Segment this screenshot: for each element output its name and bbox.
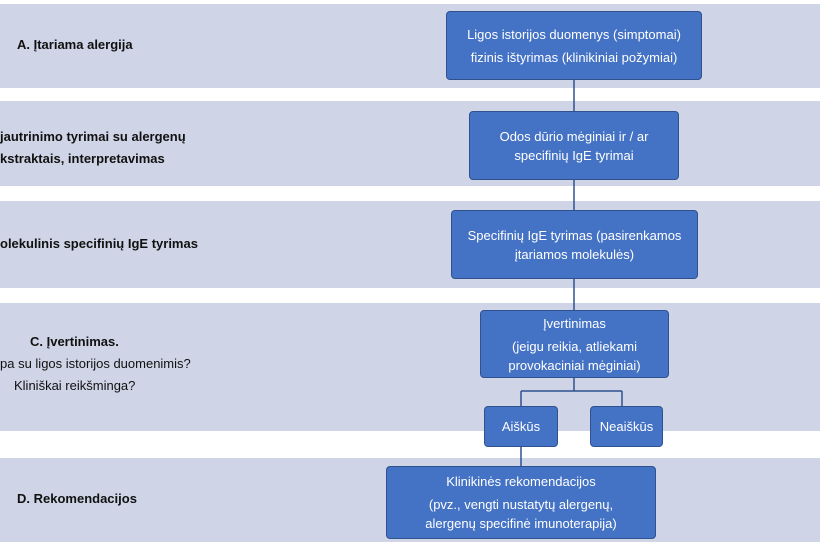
stage-label-c: C. Įvertinimas. pa su ligos istorijos du… <box>0 331 200 397</box>
history-box: Ligos istorijos duomenys (simptomai) fiz… <box>446 11 702 80</box>
stage-b1-line1: jautrinimo tyrimai su alergenų <box>0 129 186 144</box>
skin-line-1: Odos dūrio mėginiai ir / ar <box>499 128 649 144</box>
unclear-box: Neaiškūs <box>590 406 663 447</box>
skin-test-box: Odos dūrio mėginiai ir / ar specifinių I… <box>469 111 679 180</box>
stage-label-a: A. Įtariama alergija <box>17 34 133 56</box>
stage-d-text: D. Rekomendacijos <box>17 491 137 506</box>
eval-line-1: Įvertinimas <box>543 315 606 331</box>
clear-box: Aiškūs <box>484 406 558 447</box>
history-line-1: Ligos istorijos duomenys (simptomai) <box>467 26 681 42</box>
recommendations-box: Klinikinės rekomendacijos (pvz., vengti … <box>386 466 656 539</box>
rec-line-2: (pvz., vengti nustatytų alergenų, <box>428 497 614 512</box>
ige-line-1: Specifinių IgE tyrimas (pasirenkamos <box>467 227 682 243</box>
stage-b1-line2: kstraktais, interpretavimas <box>0 151 165 166</box>
evaluation-box: Įvertinimas (jeigu reikia, atliekami pro… <box>480 310 669 378</box>
stage-b2-text: olekulinis specifinių IgE tyrimas <box>0 236 198 251</box>
history-line-2: fizinis ištyrimas (klinikiniai požymiai) <box>470 49 678 65</box>
clear-label: Aiškūs <box>501 419 541 434</box>
stage-c-question-2: Kliniškai reikšminga? <box>14 378 136 393</box>
stage-c-title: C. Įvertinimas. <box>30 334 119 349</box>
unclear-label: Neaiškūs <box>599 419 654 434</box>
skin-line-2: specifinių IgE tyrimai <box>514 147 634 163</box>
rec-line-1: Klinikinės rekomendacijos <box>446 474 596 489</box>
eval-line-3: provokaciniai mėginiai) <box>508 357 641 373</box>
ige-line-2: įtariamos molekulės) <box>514 246 635 262</box>
stage-band-b1 <box>0 101 820 186</box>
eval-line-2: (jeigu reikia, atliekami <box>512 338 637 354</box>
stage-a-text: A. Įtariama alergija <box>17 37 133 52</box>
stage-band-c <box>0 303 820 431</box>
stage-label-d: D. Rekomendacijos <box>17 488 137 510</box>
stage-c-question-1: pa su ligos istorijos duomenimis? <box>0 356 191 371</box>
stage-label-b1: jautrinimo tyrimai su alergenų kstraktai… <box>0 126 186 170</box>
specific-ige-box: Specifinių IgE tyrimas (pasirenkamos įta… <box>451 210 698 279</box>
rec-line-3: alergenų specifinė imunoterapija) <box>425 516 617 531</box>
stage-label-b2: olekulinis specifinių IgE tyrimas <box>0 233 198 255</box>
